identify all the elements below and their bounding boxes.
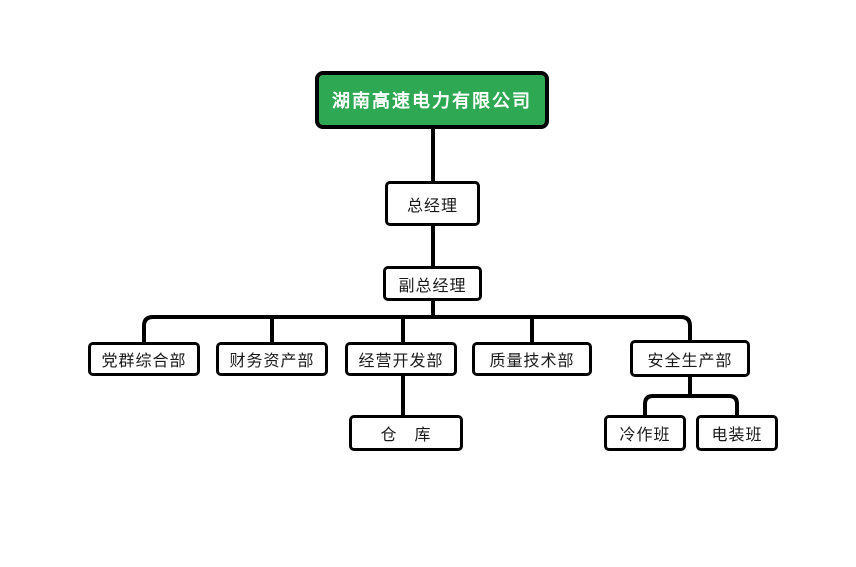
- org-node-dept-finance-assets: 财务资产部: [216, 342, 328, 376]
- org-node-dept-party-mass: 党群综合部: [88, 342, 200, 376]
- org-node-dept-safety-production: 安全生产部: [630, 340, 750, 377]
- org-node-general-manager: 总经理: [385, 181, 480, 226]
- org-node-dept-quality-tech: 质量技术部: [472, 342, 592, 376]
- org-node-company: 湖南高速电力有限公司: [315, 71, 549, 129]
- org-node-deputy-general-manager: 副总经理: [383, 266, 482, 301]
- org-node-warehouse: 仓 库: [349, 415, 463, 451]
- org-node-team-electric-assembly: 电装班: [696, 415, 778, 451]
- org-node-dept-business-dev: 经营开发部: [345, 342, 457, 376]
- org-node-team-cold-work: 冷作班: [604, 415, 686, 451]
- connector-bus: [142, 315, 692, 344]
- connector-teams-bus: [643, 394, 739, 417]
